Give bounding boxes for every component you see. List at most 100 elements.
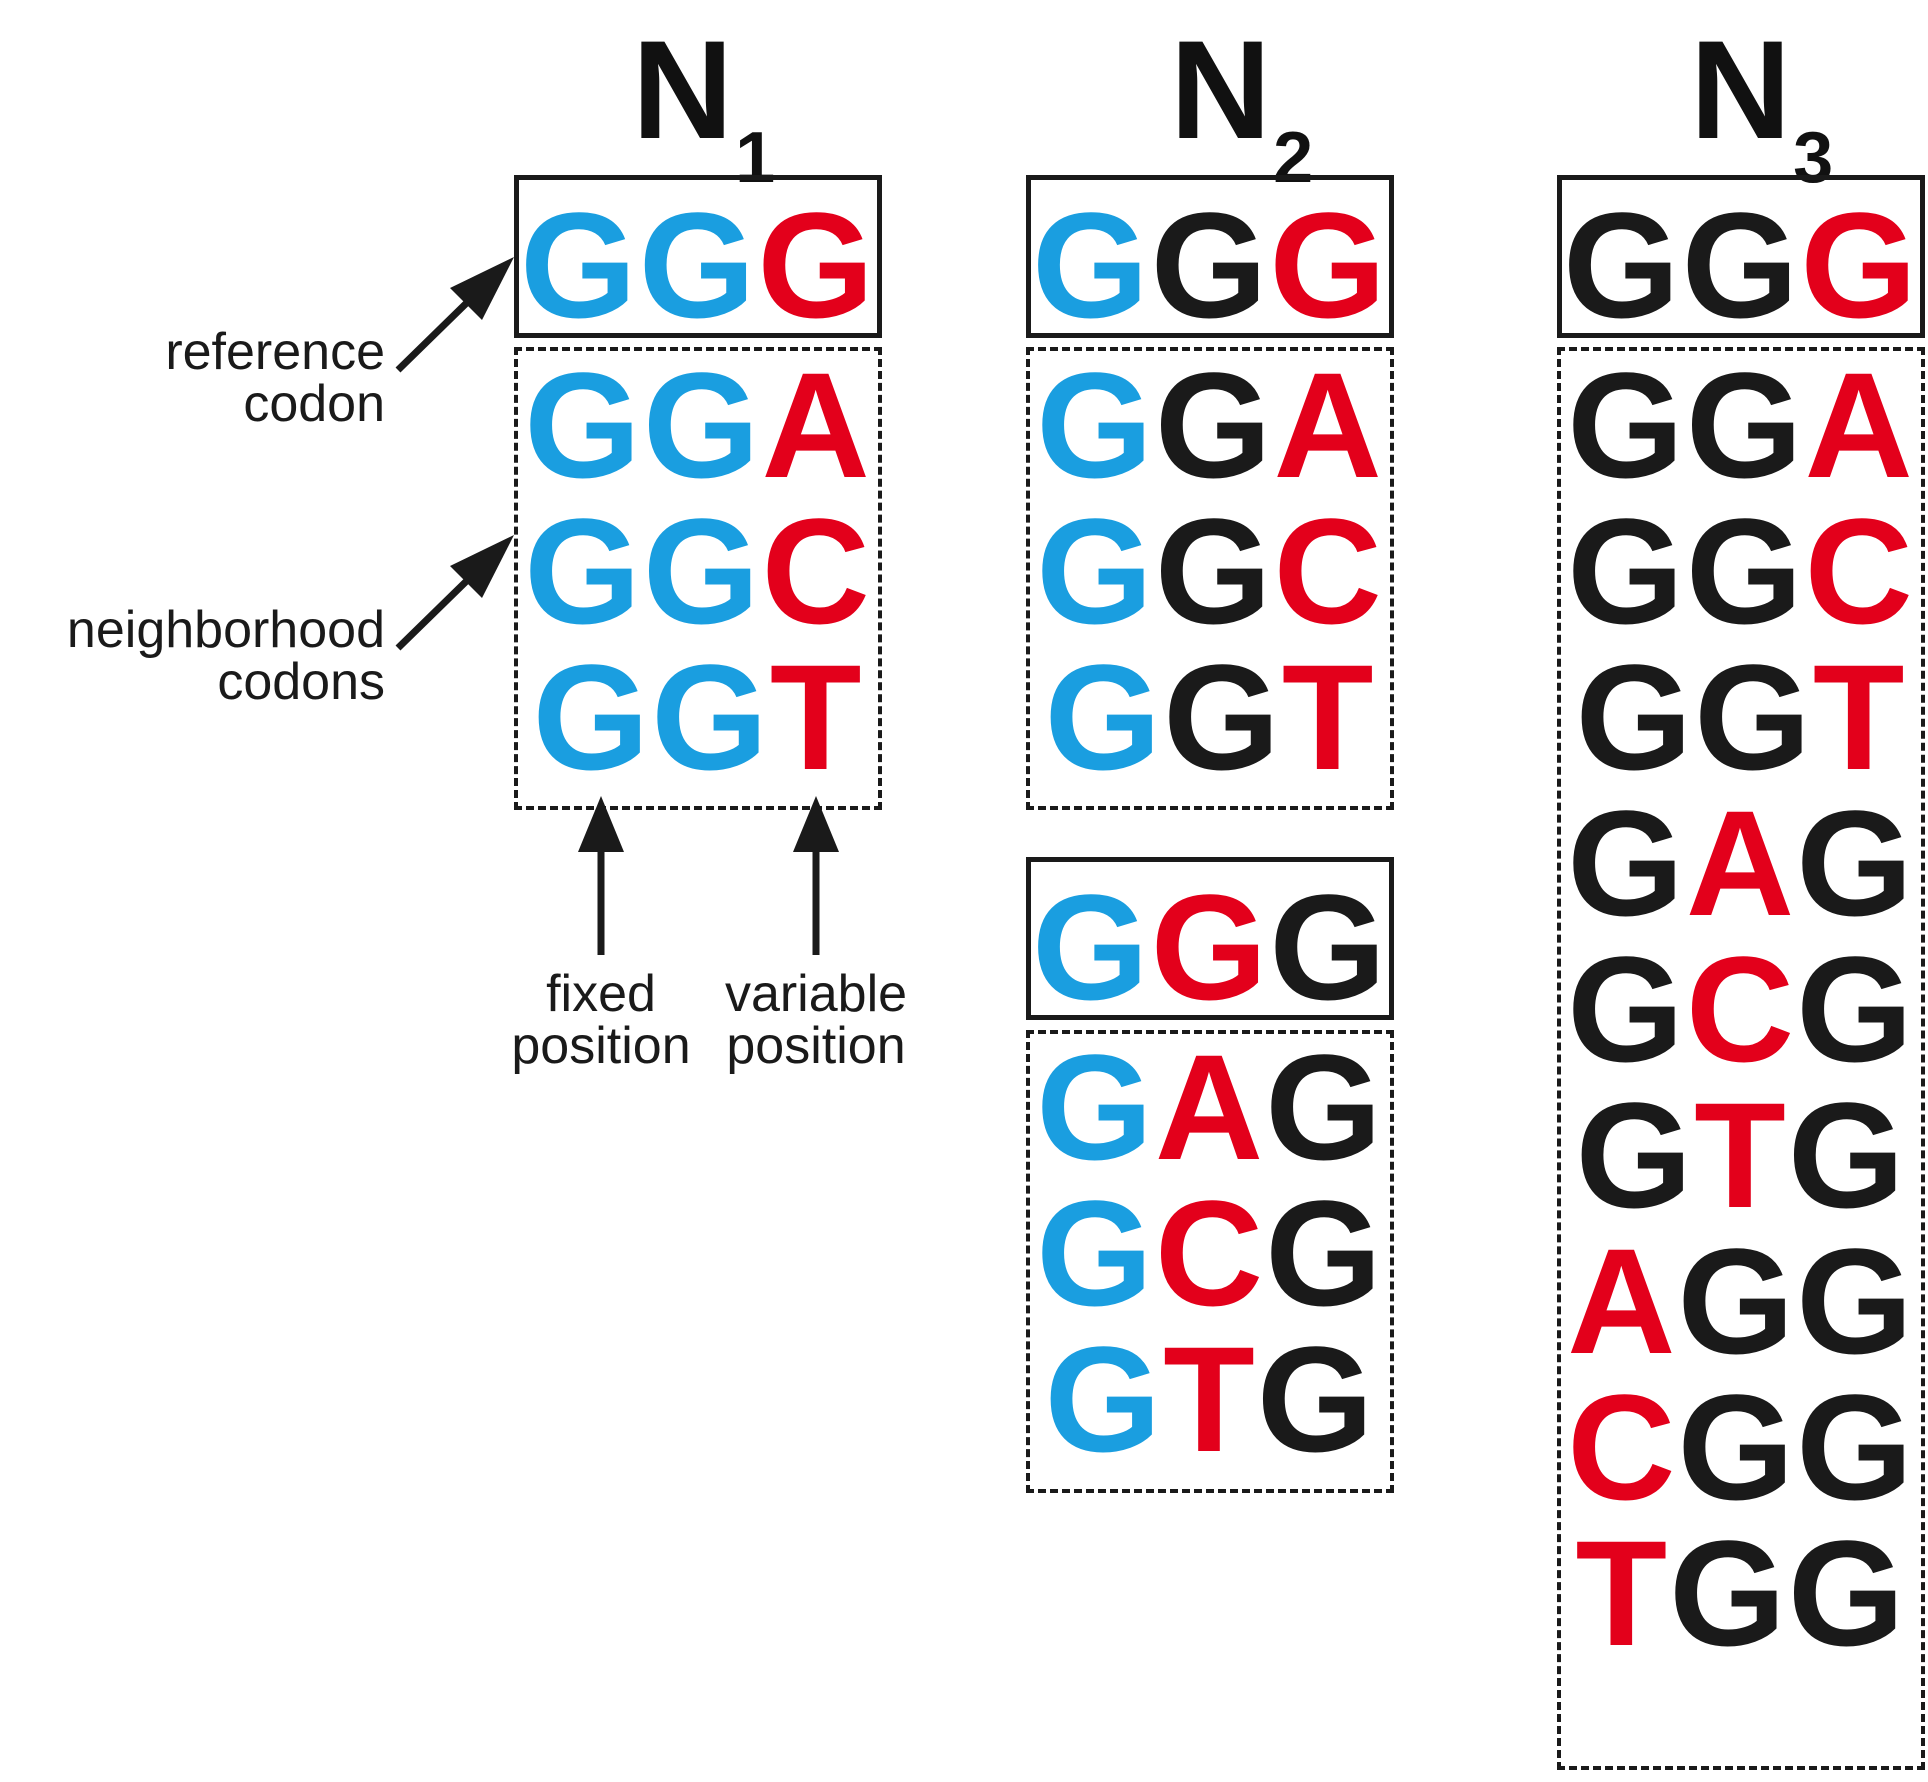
n2-group1-reference-codon: GGG (1032, 190, 1388, 340)
n2-group2-neighbor-1-codon: GAG (1036, 1032, 1384, 1182)
n3-group1-reference-codon: GGG (1563, 190, 1919, 340)
neighborhood-codons-arrow (395, 535, 514, 651)
nucleotide-fixed: G (1036, 341, 1155, 509)
nucleotide-variable: T (1575, 1509, 1670, 1677)
nucleotide-variable: C (761, 487, 872, 655)
nucleotide-other: G (1787, 1071, 1907, 1239)
heading-n3-letter: N (1690, 11, 1792, 168)
nucleotide-variable: T (1812, 633, 1907, 801)
n2-group1-neighbor-3-codon: GGT (1044, 642, 1375, 792)
variable-position-label: variable position (724, 965, 908, 1075)
nucleotide-fixed: G (1036, 487, 1155, 655)
nucleotide-fixed: G (638, 181, 758, 349)
heading-n1-subscript: 1 (735, 118, 776, 198)
nucleotide-other: G (1256, 1315, 1376, 1483)
nucleotide-other: G (1150, 181, 1270, 349)
n2-group1-neighbor-1-codon: GGA (1036, 350, 1384, 500)
nucleotide-other: G (1575, 633, 1695, 801)
nucleotide-fixed: G (1044, 633, 1164, 801)
heading-n3-subscript: 3 (1793, 118, 1834, 198)
nucleotide-other: G (1567, 779, 1686, 947)
nucleotide-other: G (1681, 181, 1801, 349)
heading-n3: N3 (1690, 20, 1833, 195)
nucleotide-other: G (1796, 1363, 1915, 1531)
n2-group2-reference-box (1026, 857, 1394, 1020)
nucleotide-variable: A (1804, 341, 1915, 509)
n2-group2-neighborhood-box (1026, 1030, 1394, 1493)
n3-group1-neighbor-1-codon: GGA (1567, 350, 1915, 500)
n2-group2-neighbor-3-codon: GTG (1044, 1324, 1375, 1474)
nucleotide-other: G (1567, 487, 1686, 655)
n1-group1-neighbor-1-codon: GGA (524, 350, 872, 500)
n2-group2-neighbor-2-codon: GCG (1036, 1178, 1384, 1328)
nucleotide-other: G (1269, 863, 1389, 1031)
n1-reference-box (514, 175, 882, 338)
nucleotide-other: G (1685, 487, 1805, 655)
neighborhood-codons-label: neighborhood codons (66, 601, 385, 711)
nucleotide-variable: A (761, 341, 872, 509)
nucleotide-other: G (1163, 633, 1282, 801)
n1-group1-neighbor-3-codon: GGT (532, 642, 863, 792)
nucleotide-other: G (1575, 1071, 1695, 1239)
n3-group1-neighbor-4-codon: GAG (1567, 788, 1915, 938)
fixed-position-arrow (578, 796, 624, 955)
heading-n1: N1 (632, 20, 775, 195)
nucleotide-variable: G (1800, 181, 1920, 349)
nucleotide-variable: T (769, 633, 864, 801)
n2-group2-reference-codon: GGG (1032, 872, 1388, 1022)
nucleotide-other: G (1694, 633, 1813, 801)
n3-group1-neighbor-2-codon: GGC (1567, 496, 1915, 646)
nucleotide-variable: G (1150, 863, 1270, 1031)
nucleotide-variable: A (1273, 341, 1384, 509)
n3-group1-neighbor-9-codon: TGG (1575, 1518, 1906, 1668)
n2-group1-neighborhood-box (1026, 347, 1394, 810)
nucleotide-fixed: G (1036, 1023, 1155, 1191)
nucleotide-variable: C (1685, 925, 1797, 1093)
fixed-position-label: fixed position (511, 965, 691, 1075)
nucleotide-other: G (1796, 779, 1915, 947)
nucleotide-fixed: G (1036, 1169, 1155, 1337)
n2-group1-reference-box (1026, 175, 1394, 338)
nucleotide-variable: G (1269, 181, 1389, 349)
nucleotide-fixed: G (1044, 1315, 1164, 1483)
nucleotide-other: G (1677, 1363, 1797, 1531)
nucleotide-variable: T (1281, 633, 1376, 801)
nucleotide-other: G (1154, 487, 1274, 655)
nucleotide-other: G (1154, 341, 1274, 509)
nucleotide-other: G (1796, 925, 1915, 1093)
nucleotide-other: G (1787, 1509, 1907, 1677)
n2-group1-neighbor-2-codon: GGC (1036, 496, 1384, 646)
n3-group1-neighbor-6-codon: GTG (1575, 1080, 1906, 1230)
nucleotide-fixed: G (651, 633, 770, 801)
n3-group1-neighbor-7-codon: AGG (1567, 1226, 1915, 1376)
nucleotide-other: G (1796, 1217, 1915, 1385)
n3-neighborhood-box (1557, 347, 1925, 1770)
nucleotide-fixed: G (524, 487, 643, 655)
nucleotide-variable: C (1154, 1169, 1266, 1337)
n3-reference-box (1557, 175, 1925, 338)
nucleotide-fixed: G (1031, 863, 1151, 1031)
nucleotide-other: G (1677, 1217, 1797, 1385)
nucleotide-fixed: G (532, 633, 652, 801)
n1-group1-neighbor-2-codon: GGC (524, 496, 872, 646)
nucleotide-variable: C (1273, 487, 1384, 655)
n3-group1-neighbor-8-codon: CGG (1567, 1372, 1915, 1522)
nucleotide-other: G (1265, 1023, 1384, 1191)
nucleotide-fixed: G (642, 487, 762, 655)
nucleotide-variable: A (1567, 1217, 1678, 1385)
heading-n2-letter: N (1170, 11, 1272, 168)
nucleotide-other: G (1567, 925, 1686, 1093)
nucleotide-variable: A (1685, 779, 1797, 947)
nucleotide-variable: C (1567, 1363, 1678, 1531)
nucleotide-variable: T (1163, 1315, 1257, 1483)
heading-n2: N2 (1170, 20, 1313, 195)
nucleotide-other: G (1567, 341, 1686, 509)
heading-n2-subscript: 2 (1273, 118, 1314, 198)
nucleotide-variable: G (757, 181, 877, 349)
variable-position-arrow (793, 796, 839, 955)
nucleotide-other: G (1265, 1169, 1384, 1337)
nucleotide-fixed: G (524, 341, 643, 509)
nucleotide-other: G (1562, 181, 1682, 349)
